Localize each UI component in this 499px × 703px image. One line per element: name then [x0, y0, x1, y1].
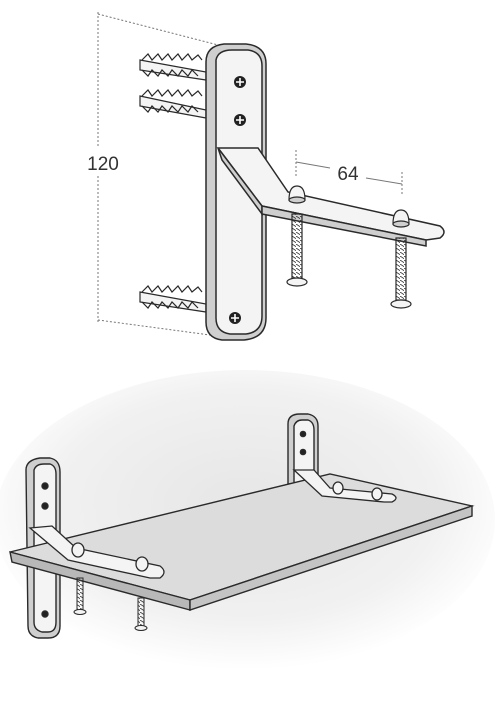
wall-anchor [139, 53, 207, 81]
height-dimension-label: 120 [87, 154, 119, 175]
right-bracket-arm [292, 469, 397, 503]
underside-screw [73, 577, 87, 615]
screw-head [234, 76, 246, 88]
bracket-plate [205, 43, 267, 341]
bracket-detail: 120 [80, 12, 445, 341]
screw-head [234, 114, 246, 126]
right-bracket [287, 413, 319, 485]
bracket-arm [216, 147, 445, 247]
wall-anchor [139, 285, 207, 313]
wall-anchor [139, 89, 207, 119]
height-dimension [97, 12, 223, 336]
screw-head [229, 312, 241, 324]
spacing-dimension-label: 64 [337, 164, 359, 185]
left-bracket-arm [28, 525, 165, 579]
underside-screw [134, 597, 148, 631]
shelf-bolt [390, 209, 412, 309]
shelf-bolt [286, 185, 308, 287]
shelf-assembly [0, 370, 495, 670]
spacing-dimension [295, 150, 403, 196]
